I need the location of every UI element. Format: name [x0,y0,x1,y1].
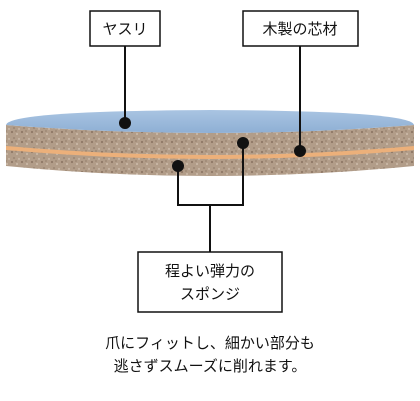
wood-core-label: 木製の芯材 [262,20,337,38]
wood-core-layer [6,145,414,159]
sponge-label-line2: スポンジ [180,285,240,303]
sponge-layer-upper [6,125,414,155]
sponge-label-line1: 程よい弾力の [165,262,255,280]
caption-line-2: 逃さずスムーズに削れます。 [113,357,307,375]
file-surface [6,110,414,133]
caption: 爪にフィットし、細かい部分も 逃さずスムーズに削れます。 [0,332,420,378]
wood-core-leader-dot [294,145,306,157]
sponge-leader-dot-upper [237,137,249,149]
sponge-label-box [137,251,283,313]
leader-lines [124,46,301,252]
file-label: ヤスリ [102,20,147,38]
wood-core-label-box [242,10,359,47]
sponge-leader-dot-lower [172,160,184,172]
caption-line-1: 爪にフィットし、細かい部分も [105,334,315,352]
sponge-leader [177,143,244,252]
file-leader-dot [119,117,131,129]
